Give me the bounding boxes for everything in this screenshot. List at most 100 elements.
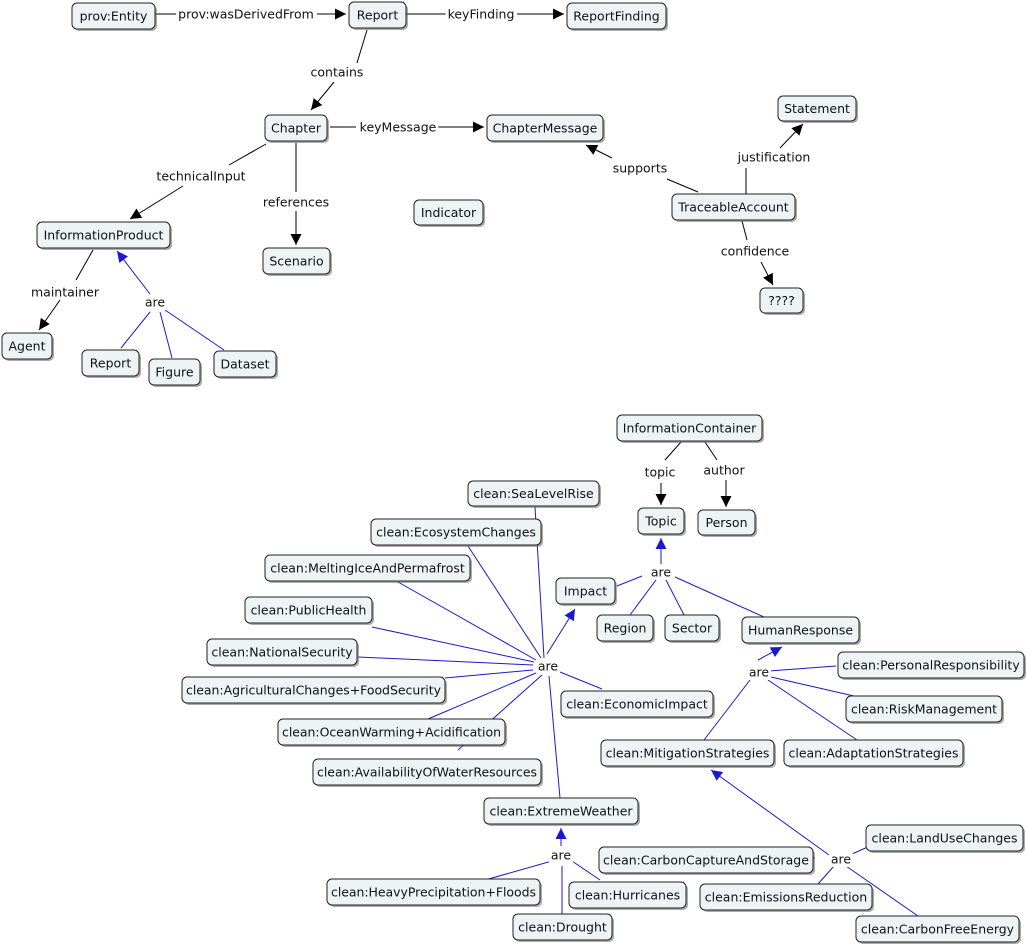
node-box bbox=[865, 824, 1024, 852]
node-label: clean:PublicHealth bbox=[251, 603, 367, 618]
relation-connector-8 bbox=[228, 143, 267, 166]
edge-label-are-topic: are bbox=[648, 564, 674, 580]
node-statement[interactable]: Statement bbox=[777, 95, 858, 123]
node-impact[interactable]: Impact bbox=[555, 577, 617, 606]
node-public-health[interactable]: clean:PublicHealth bbox=[244, 596, 374, 625]
node-chapter-message[interactable]: ChapterMessage bbox=[486, 114, 605, 143]
edge-label-text: author bbox=[703, 463, 745, 478]
node-agricultural-changes[interactable]: clean:AgriculturalChanges+FoodSecurity bbox=[181, 676, 447, 705]
node-report-small[interactable]: Report bbox=[81, 349, 141, 378]
node-figure[interactable]: Figure bbox=[148, 358, 202, 387]
node-report-top[interactable]: Report bbox=[348, 1, 408, 30]
node-box bbox=[213, 350, 277, 378]
node-person[interactable]: Person bbox=[697, 509, 757, 537]
node-box bbox=[845, 695, 1003, 723]
edge-label-text: keyFinding bbox=[448, 7, 515, 22]
edge-label-are-extreme-weather: are bbox=[548, 847, 574, 863]
node-ecosystem-changes[interactable]: clean:EcosystemChanges bbox=[370, 518, 543, 547]
relation-connector-13 bbox=[585, 144, 613, 159]
node-melting-ice[interactable]: clean:MeltingIceAndPermafrost bbox=[264, 554, 472, 583]
node-land-use-changes[interactable]: clean:LandUseChanges bbox=[865, 824, 1025, 853]
node-box bbox=[637, 507, 685, 535]
node-extreme-weather[interactable]: clean:ExtremeWeather bbox=[483, 797, 640, 826]
relation-connector-24 bbox=[664, 441, 682, 461]
node-box bbox=[837, 651, 1025, 679]
node-sea-level-rise[interactable]: clean:SeaLevelRise bbox=[467, 480, 601, 508]
subclass-connector-37 bbox=[371, 626, 535, 663]
node-label: clean:Drought bbox=[518, 920, 607, 935]
edge-label-text: maintainer bbox=[31, 285, 100, 300]
node-box bbox=[148, 358, 201, 386]
node-label: clean:RiskManagement bbox=[851, 702, 997, 717]
node-box bbox=[777, 95, 857, 122]
node-ocean-warming[interactable]: clean:OceanWarming+Acidification bbox=[277, 718, 507, 747]
node-box bbox=[671, 193, 796, 221]
node-label: InformationContainer bbox=[623, 421, 757, 436]
node-national-security[interactable]: clean:NationalSecurity bbox=[206, 638, 359, 667]
node-box bbox=[483, 797, 639, 825]
node-box bbox=[264, 554, 471, 582]
node-carbon-free-energy[interactable]: clean:CarbonFreeEnergy bbox=[855, 915, 1021, 944]
node-box bbox=[741, 616, 860, 644]
edge-label-text: technicalInput bbox=[156, 169, 245, 184]
node-adaptation-strategies[interactable]: clean:AdaptationStrategies bbox=[783, 739, 965, 768]
node-risk-management[interactable]: clean:RiskManagement bbox=[845, 695, 1004, 724]
node-box bbox=[1, 332, 53, 360]
node-agent[interactable]: Agent bbox=[1, 332, 54, 361]
node-heavy-precipitation[interactable]: clean:HeavyPrecipitation+Floods bbox=[326, 878, 542, 907]
node-report-finding[interactable]: ReportFinding bbox=[566, 2, 668, 31]
edge-label-are-info-product: are bbox=[142, 294, 168, 310]
node-label: clean:MeltingIceAndPermafrost bbox=[270, 561, 465, 576]
node-drought[interactable]: clean:Drought bbox=[512, 913, 614, 942]
node-sector[interactable]: Sector bbox=[664, 614, 721, 643]
node-scenario[interactable]: Scenario bbox=[262, 247, 332, 276]
node-label: InformationProduct bbox=[44, 228, 164, 243]
node-hurricanes[interactable]: clean:Hurricanes bbox=[568, 881, 688, 910]
node-economic-impact[interactable]: clean:EconomicImpact bbox=[560, 690, 715, 719]
subclass-connector-38 bbox=[357, 656, 534, 666]
subclass-connector-20 bbox=[116, 250, 151, 295]
node-label: clean:MitigationStrategies bbox=[606, 746, 770, 761]
node-box bbox=[512, 913, 613, 941]
node-label: Report bbox=[90, 356, 132, 371]
edge-label-text: are bbox=[749, 665, 770, 680]
node-label: clean:PersonalResponsibility bbox=[842, 658, 1020, 673]
node-water-resources[interactable]: clean:AvailabilityOfWaterResources bbox=[312, 758, 543, 787]
node-label: clean:HeavyPrecipitation+Floods bbox=[331, 885, 536, 900]
subclass-connector-22 bbox=[159, 311, 173, 359]
node-label: Person bbox=[705, 515, 747, 530]
node-box bbox=[596, 614, 654, 642]
node-box bbox=[566, 2, 667, 30]
node-box bbox=[616, 414, 763, 442]
node-label: clean:AdaptationStrategies bbox=[788, 746, 958, 761]
node-label: clean:NationalSecurity bbox=[211, 645, 353, 660]
node-personal-responsibility[interactable]: clean:PersonalResponsibility bbox=[837, 651, 1026, 680]
node-emissions-reduction[interactable]: clean:EmissionsReduction bbox=[699, 883, 874, 912]
node-information-container[interactable]: InformationContainer bbox=[616, 414, 764, 443]
edge-label-key-finding: keyFinding bbox=[445, 6, 517, 22]
node-chapter[interactable]: Chapter bbox=[264, 114, 329, 143]
relation-connector-17 bbox=[760, 261, 774, 286]
node-human-response[interactable]: HumanResponse bbox=[741, 616, 861, 645]
edge-label-key-message: keyMessage bbox=[357, 119, 439, 135]
edge-label-confidence: confidence bbox=[718, 243, 792, 259]
relation-connector-15 bbox=[779, 123, 804, 149]
node-box bbox=[664, 614, 720, 642]
node-indicator[interactable]: Indicator bbox=[413, 199, 485, 227]
node-carbon-capture[interactable]: clean:CarbonCaptureAndStorage bbox=[598, 846, 815, 875]
node-information-product[interactable]: InformationProduct bbox=[36, 221, 172, 250]
subclass-connector-36 bbox=[397, 581, 537, 661]
subclass-connector-42 bbox=[559, 671, 603, 690]
node-unknown[interactable]: ???? bbox=[759, 287, 805, 315]
node-mitigation-strategies[interactable]: clean:MitigationStrategies bbox=[600, 739, 776, 768]
relation-connector-18 bbox=[75, 249, 94, 281]
edge-label-text: are bbox=[145, 295, 166, 310]
node-dataset[interactable]: Dataset bbox=[213, 350, 278, 379]
node-topic[interactable]: Topic bbox=[637, 507, 686, 536]
node-label: Indicator bbox=[421, 205, 477, 220]
node-prov-entity[interactable]: prov:Entity bbox=[71, 2, 157, 31]
edges-layer bbox=[38, 8, 919, 917]
node-region[interactable]: Region bbox=[596, 614, 655, 643]
node-traceable-account[interactable]: TraceableAccount bbox=[671, 193, 797, 222]
